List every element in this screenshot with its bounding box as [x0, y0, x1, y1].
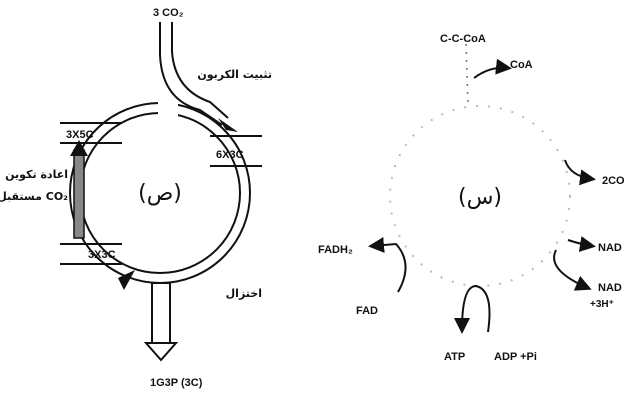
regeneration-arrow — [73, 149, 85, 239]
coa-label: CoA — [510, 59, 533, 71]
krebs-cycle: C-C-CoA CoA 2CO NAD NAD +3H⁺ FADH₂ FAD A… — [318, 33, 625, 363]
nad1-arrow — [567, 236, 596, 252]
compound-3x3c: 3X3C — [88, 249, 116, 261]
compound-6x3c: 6X3C — [216, 149, 244, 161]
acetyl-coa-label: C-C-CoA — [440, 33, 486, 45]
calvin-center-label: (ص) — [138, 181, 182, 206]
co2-input-label: 3 CO₂ — [153, 7, 184, 19]
fixation-arrowhead — [218, 118, 238, 132]
g3p-output-arrow — [151, 282, 171, 346]
atp-label: ATP — [444, 351, 465, 363]
atp-arrow — [454, 284, 491, 334]
reduction-label: اختزال — [226, 287, 262, 300]
nad2-arrow — [553, 249, 592, 291]
calvin-cycle: 3 CO₂ تثبيت الكربون 3X5C 6X3C 3X3C اعادة… — [0, 7, 272, 389]
adp-label: ADP +Pi — [494, 351, 537, 363]
coa-arrow — [473, 58, 512, 79]
nad1-label: NAD — [598, 242, 622, 254]
co2-input-arrow — [159, 22, 223, 126]
regeneration-label-line2: مستقبل CO₂ — [0, 190, 68, 203]
krebs-center-label: (س) — [458, 185, 502, 210]
reduction-arrowhead — [118, 270, 135, 290]
compound-3x5c: 3X5C — [66, 129, 94, 141]
fadh2-label: FADH₂ — [318, 244, 353, 256]
regeneration-label-line1: اعادة تكوين — [5, 168, 68, 181]
nad2-h-label: +3H⁺ — [590, 299, 614, 310]
g3p-output-label: 1G3P (3C) — [150, 377, 203, 389]
fad-arrow — [368, 237, 407, 293]
krebs-ring — [389, 105, 571, 287]
co2-out-label: 2CO — [602, 175, 625, 187]
nad2-label: NAD — [598, 282, 622, 294]
fad-label: FAD — [356, 305, 378, 317]
co2-out-arrow — [564, 159, 596, 186]
fixation-label: تثبيت الكربون — [197, 68, 272, 81]
